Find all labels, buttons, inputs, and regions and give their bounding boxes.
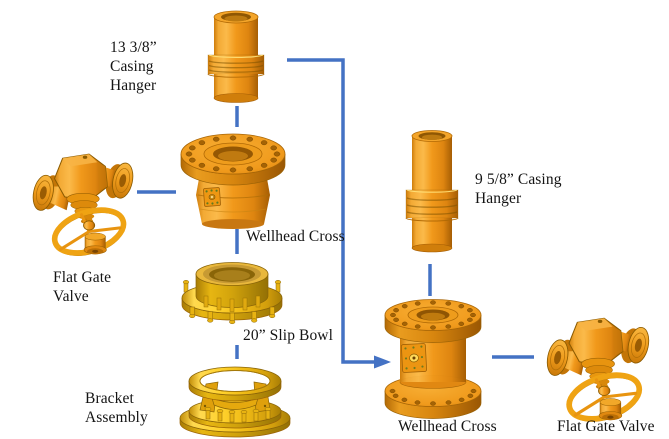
- connector-hanger13-to-cross-bottom: [287, 58, 375, 364]
- bracket-assembly-label: Bracket Assembly: [85, 390, 148, 426]
- bracket-assembly-illustration: [179, 366, 291, 438]
- wellhead-cross-center-illustration: [180, 133, 286, 229]
- casing-hanger-13-figure: [205, 8, 267, 104]
- wellhead-cross-bottom-figure: [383, 298, 483, 420]
- wellhead-cross-center-figure: [180, 133, 286, 229]
- flat-gate-valve-left-label: Flat Gate Valve: [53, 269, 112, 305]
- flat-gate-valve-left-illustration: [26, 146, 140, 260]
- flat-gate-valve-right-figure: [539, 310, 657, 426]
- casing-hanger-9-illustration: [405, 130, 459, 253]
- slip-bowl-20-illustration: [181, 262, 283, 325]
- casing-hanger-13-illustration: [207, 10, 265, 103]
- flat-gate-valve-right-label: Flat Gate Valve: [557, 418, 655, 435]
- flat-gate-valve-right-illustration: [539, 310, 657, 426]
- casing-hanger-9-figure: [401, 128, 463, 254]
- flat-gate-valve-left-figure: [26, 146, 140, 260]
- wellhead-cross-center-label: Wellhead Cross: [246, 228, 345, 245]
- wellhead-cross-bottom-illustration: [384, 299, 482, 419]
- slip-bowl-20-figure: [180, 256, 284, 325]
- wellhead-cross-bottom-label: Wellhead Cross: [398, 418, 497, 435]
- slip-bowl-20-label: 20” Slip Bowl: [243, 327, 334, 344]
- bracket-assembly-figure: [178, 360, 292, 438]
- casing-hanger-13-label: 13 3/8” Casing Hanger: [110, 39, 157, 94]
- casing-hanger-9-label: 9 5/8” Casing Hanger: [475, 171, 562, 207]
